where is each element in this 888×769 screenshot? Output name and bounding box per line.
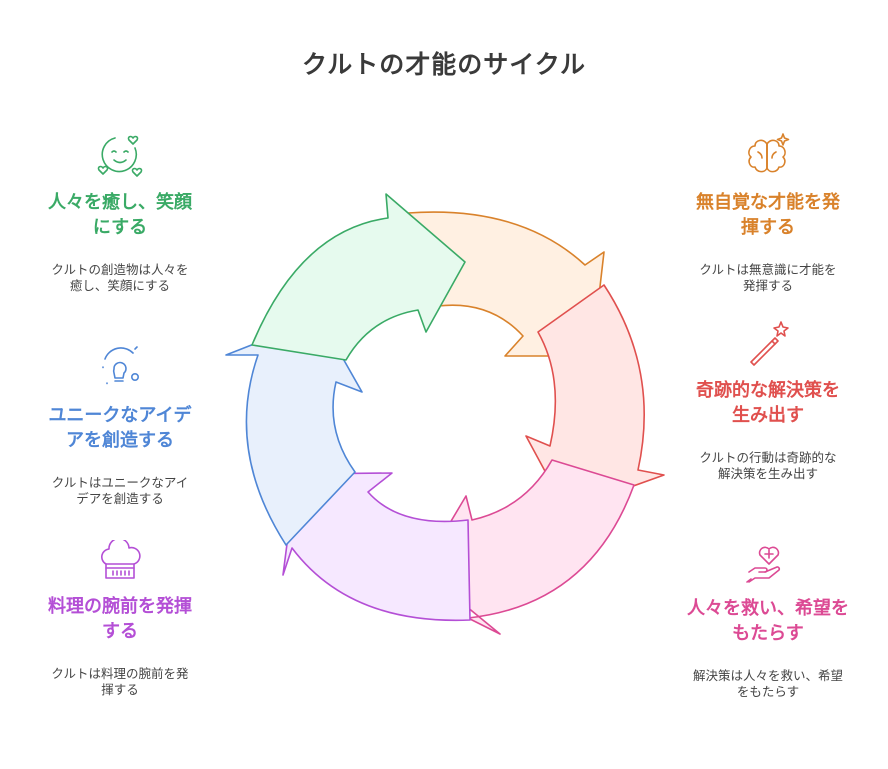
cycle-arrow-purple (282, 472, 471, 622)
brain-sparkle-icon (748, 133, 790, 173)
stage-cooking-skill: 料理の腕前を発揮する クルトは料理の腕前を発揮する (40, 540, 200, 698)
cycle-arrow-red (525, 284, 665, 511)
stage-heal-people: 人々を癒し、笑顔にする クルトの創造物は人々を癒し、笑顔にする (40, 132, 200, 294)
stage-description: 解決策は人々を救い、希望をもたらす (693, 668, 844, 699)
chef-hat-icon (101, 540, 141, 579)
stage-heading: ユニークなアイデアを創造する (48, 405, 192, 451)
stage-heading: 人々を救い、希望をもたらす (687, 598, 849, 644)
stage-save-people: 人々を救い、希望をもたらす 解決策は人々を救い、希望をもたらす (680, 538, 856, 700)
stage-heading: 料理の腕前を発揮する (48, 596, 192, 642)
stage-heading: 奇跡的な解決策を生み出す (696, 380, 840, 426)
diagram-title: クルトの才能のサイクル (301, 50, 586, 79)
stage-description: クルトの創造物は人々を癒し、笑顔にする (51, 262, 189, 293)
stage-heading: 人々を癒し、笑顔にする (48, 192, 192, 238)
stage-unconscious-talent: 無自覚な才能を発揮する クルトは無意識に才能を発揮する (688, 132, 848, 294)
cycle-arrow-blue (225, 317, 363, 546)
stage-description: クルトはユニークなアイデアを創造する (51, 475, 189, 506)
cycle-arrow-green (251, 193, 466, 361)
hand-heart-icon (746, 546, 781, 583)
stage-create-ideas: ユニークなアイデアを創造する クルトはユニークなアイデアを創造する (40, 345, 200, 507)
lightbulb-icon (102, 346, 139, 385)
stage-description: クルトは無意識に才能を発揮する (699, 262, 837, 293)
stage-heading: 無自覚な才能を発揮する (696, 192, 840, 238)
smiling-face-hearts-icon (97, 135, 143, 177)
magic-wand-icon (750, 321, 789, 366)
stage-description: クルトの行動は奇跡的な解決策を生み出す (699, 450, 837, 481)
stage-description: クルトは料理の腕前を発揮する (51, 666, 189, 697)
stage-miracle-solution: 奇跡的な解決策を生み出す クルトの行動は奇跡的な解決策を生み出す (688, 318, 848, 482)
